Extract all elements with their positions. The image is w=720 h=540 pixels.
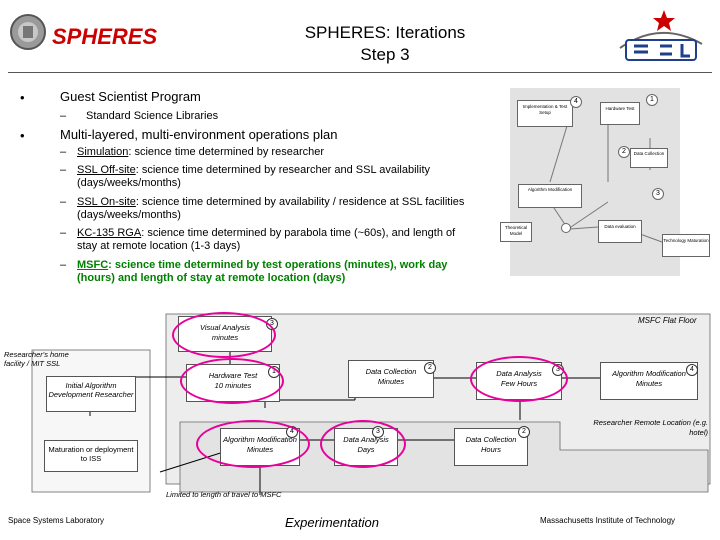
footer-center: Experimentation <box>285 515 379 530</box>
dash: – <box>60 146 67 158</box>
item-simulation: Simulation: science time determined by r… <box>77 146 325 158</box>
mini-de-box: Data evaluation <box>598 220 642 243</box>
mini-num-2: 2 <box>618 146 630 158</box>
item-msfc: MSFC: science time determined by test op… <box>77 259 448 284</box>
dash: – <box>60 196 67 208</box>
data-analysis-highlight <box>470 356 568 402</box>
ssl-logo <box>612 8 708 66</box>
item-ssl-offsite: SSL Off-site: science time determined by… <box>77 164 430 189</box>
bullet-dot: • <box>20 90 25 105</box>
mini-hw-box: Hardware Test <box>600 102 640 125</box>
footer-right: Massachusetts Institute of Technology <box>540 516 676 525</box>
home-facility-label: Researcher's home facility / MIT SSL <box>4 350 69 368</box>
brand-name: SPHERES <box>52 24 158 49</box>
dash: – <box>60 110 67 122</box>
mini-num-3: 3 <box>652 188 664 200</box>
algorithm-modification-highlight <box>196 420 310 468</box>
dash: – <box>60 227 67 239</box>
bullet-standard-libraries: Standard Science Libraries <box>86 110 219 122</box>
bullet-operations-plan: Multi-layered, multi-environment operati… <box>60 127 338 142</box>
mini-tm-box: Theoretical Model <box>500 222 532 242</box>
item-ssl-onsite: SSL On-site: science time determined by … <box>77 196 465 221</box>
mini-am-box: Algorithm Modification <box>518 184 582 208</box>
flow-num-2b: 2 <box>518 426 530 438</box>
item-kc135: KC-135 RGA: science time determined by p… <box>77 227 456 252</box>
mini-impl-box: Implementation & Test Setup <box>517 100 573 127</box>
mini-num-1: 1 <box>646 94 658 106</box>
msfc-flat-floor-label: MSFC Flat Floor <box>638 316 697 325</box>
maturation-box: Maturation or deployment to ISS <box>44 440 138 472</box>
dash: – <box>60 164 67 176</box>
mini-num-4: 4 <box>570 96 582 108</box>
flow-num-4: 4 <box>686 364 698 376</box>
initial-algorithm-box: Initial Algorithm Development Researcher <box>46 376 136 412</box>
bullet-guest-program: Guest Scientist Program <box>60 89 201 104</box>
data-analysis-days-highlight <box>320 420 406 468</box>
travel-limit-label: Limited to length of travel to MSFC <box>166 490 282 499</box>
header-rule <box>8 72 712 73</box>
mini-tmat-box: Technology Maturation <box>662 234 710 257</box>
mini-num-small <box>561 223 571 233</box>
footer-left: Space Systems Laboratory <box>8 516 105 525</box>
dash: – <box>60 259 67 271</box>
visual-analysis-highlight <box>172 312 276 358</box>
bullet-dot: • <box>20 128 25 143</box>
hardware-test-highlight <box>180 358 284 404</box>
spheres-logo <box>8 12 48 52</box>
mini-dc-box: Data Collection <box>630 148 668 168</box>
slide-title: SPHERES: Iterations Step 3 <box>304 23 466 64</box>
iteration-mini-diagram: Implementation & Test Setup 4 Hardware T… <box>490 84 714 284</box>
remote-location-label: Researcher Remote Location (e.g. hotel) <box>593 418 708 437</box>
flow-num-2: 2 <box>424 362 436 374</box>
